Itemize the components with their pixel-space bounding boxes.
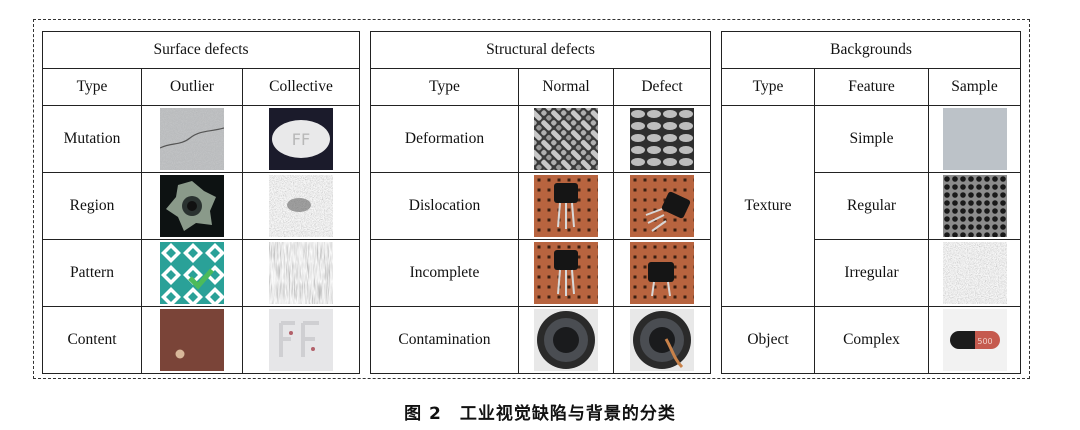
surface-defects-table: Surface defects Type Outlier Collective … bbox=[41, 31, 361, 374]
svg-text:500: 500 bbox=[977, 337, 992, 346]
transistor-normal-image bbox=[534, 242, 598, 304]
capsule-image: 500 bbox=[942, 309, 1007, 371]
feature-complex: Complex bbox=[814, 306, 929, 374]
sample-cell: FF bbox=[241, 105, 361, 173]
row-label-contamination: Contamination bbox=[370, 306, 519, 374]
row-label-object: Object bbox=[721, 306, 815, 374]
sample-cell bbox=[241, 306, 361, 374]
mesh-normal-image bbox=[534, 108, 598, 170]
feature-irregular: Irregular bbox=[814, 239, 929, 307]
perforated-plate-image bbox=[942, 175, 1007, 237]
sample-cell bbox=[927, 105, 1022, 173]
transistor-defect-image bbox=[630, 175, 694, 237]
granite-texture-image bbox=[942, 242, 1007, 304]
tile-pattern-image bbox=[160, 242, 224, 304]
sample-cell bbox=[927, 239, 1022, 307]
mesh-defect-image bbox=[630, 108, 694, 170]
leather-spot-image bbox=[160, 309, 224, 371]
row-label-content: Content bbox=[42, 306, 142, 374]
structural-defects-title: Structural defects bbox=[369, 31, 712, 69]
sample-cell bbox=[518, 172, 614, 240]
backgrounds-title: Backgrounds bbox=[720, 31, 1022, 69]
sample-cell bbox=[518, 105, 614, 173]
transistor-normal-image bbox=[534, 175, 598, 237]
sample-cell bbox=[141, 105, 243, 173]
column-header-feature: Feature bbox=[814, 68, 929, 106]
bottle-defect-image bbox=[630, 309, 694, 371]
svg-text:FF: FF bbox=[292, 130, 310, 149]
column-header-type: Type bbox=[370, 68, 519, 106]
plain-surface-image bbox=[942, 108, 1007, 170]
row-label-pattern: Pattern bbox=[42, 239, 142, 307]
sample-cell bbox=[141, 239, 243, 307]
sample-cell bbox=[141, 172, 243, 240]
bottle-normal-image bbox=[534, 309, 598, 371]
figure-frame bbox=[33, 19, 1030, 379]
column-header-collective: Collective bbox=[241, 68, 361, 106]
sample-cell bbox=[241, 172, 361, 240]
column-header-normal: Normal bbox=[518, 68, 614, 106]
column-header-sample: Sample bbox=[927, 68, 1022, 106]
column-header-type: Type bbox=[42, 68, 142, 106]
fabric-texture-image bbox=[269, 242, 333, 304]
sample-cell bbox=[612, 172, 712, 240]
pill-image: FF bbox=[269, 108, 333, 170]
row-label-region: Region bbox=[42, 172, 142, 240]
column-header-type: Type bbox=[721, 68, 815, 106]
transistor-incomplete-image bbox=[630, 242, 694, 304]
feature-regular: Regular bbox=[814, 172, 929, 240]
surface-defects-title: Surface defects bbox=[41, 31, 361, 69]
structural-defects-table: Structural defects Type Normal Defect De… bbox=[369, 31, 712, 374]
row-label-dislocation: Dislocation bbox=[370, 172, 519, 240]
column-header-outlier: Outlier bbox=[141, 68, 243, 106]
granite-texture-image bbox=[269, 175, 333, 237]
row-label-texture: Texture bbox=[721, 105, 815, 307]
sample-cell bbox=[518, 239, 614, 307]
sample-cell: 500 bbox=[927, 306, 1022, 374]
sample-cell bbox=[612, 239, 712, 307]
concrete-crack-image bbox=[160, 108, 224, 170]
metal-nut-image bbox=[160, 175, 224, 237]
sample-cell bbox=[518, 306, 614, 374]
row-label-mutation: Mutation bbox=[42, 105, 142, 173]
sample-cell bbox=[141, 306, 243, 374]
embossed-plate-image bbox=[269, 309, 333, 371]
sample-cell bbox=[612, 306, 712, 374]
column-header-defect: Defect bbox=[612, 68, 712, 106]
feature-simple: Simple bbox=[814, 105, 929, 173]
figure-caption: 图 2 工业视觉缺陷与背景的分类 bbox=[404, 404, 676, 424]
backgrounds-table: Backgrounds Type Feature Sample Texture … bbox=[720, 31, 1022, 374]
sample-cell bbox=[241, 239, 361, 307]
sample-cell bbox=[612, 105, 712, 173]
row-label-deformation: Deformation bbox=[370, 105, 519, 173]
row-label-incomplete: Incomplete bbox=[370, 239, 519, 307]
sample-cell bbox=[927, 172, 1022, 240]
